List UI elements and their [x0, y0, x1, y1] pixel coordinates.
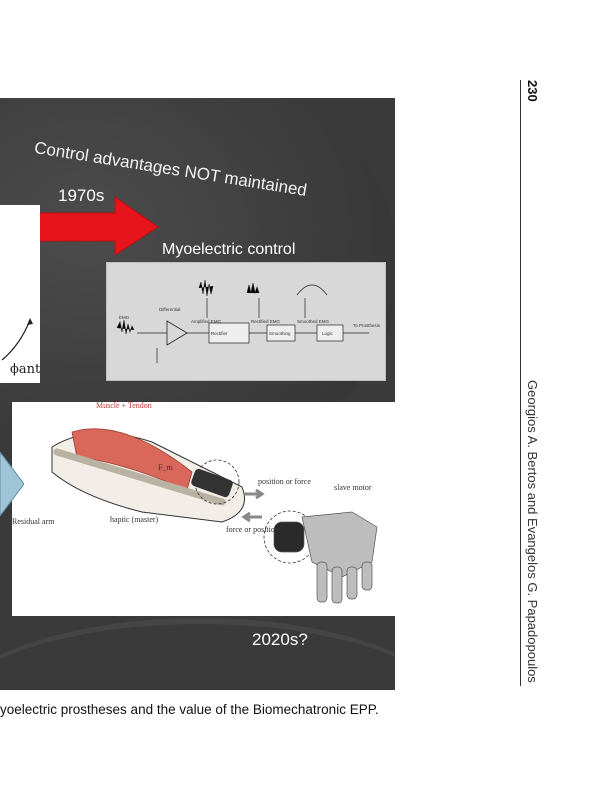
- label-f-m: F_m: [158, 463, 173, 472]
- prosthesis-figure-panel: Muscle + Tendon position or force slave …: [12, 401, 395, 616]
- year-2020s: 2020s?: [252, 630, 308, 649]
- label-position-force: position or force: [258, 477, 311, 486]
- robotic-hand-shape: [273, 511, 378, 604]
- label-force-position: force or position: [226, 525, 279, 534]
- phi-ant-label: ϕant: [10, 362, 41, 377]
- block-label-emg: EMG: [119, 315, 130, 320]
- block-label-rectified: Rectified EMG: [251, 319, 281, 324]
- block-label-smoothed: Smoothed EMG: [297, 319, 330, 324]
- label-residual-arm: Residual arm: [12, 517, 55, 526]
- margin-rule: [520, 80, 521, 686]
- block-label-logic: Logic: [322, 331, 334, 336]
- running-head: Georgios A. Bertos and Evangelos G. Papa…: [522, 380, 546, 690]
- page-number: 230: [522, 80, 546, 120]
- background-swirl-bottom: [0, 618, 395, 690]
- page-number-text: 230: [525, 80, 540, 102]
- label-slave-motor: slave motor: [334, 483, 372, 492]
- block-label-rectifier: Rectifier: [211, 331, 228, 336]
- myoelectric-block-diagram: EMG Differential Amplified EMG Rectifier…: [106, 262, 386, 381]
- left-figure-panel: [0, 205, 40, 383]
- label-muscle-tendon: Muscle + Tendon: [96, 402, 152, 410]
- prosthesis-illustration: Muscle + Tendon position or force slave …: [12, 401, 378, 604]
- angle-curve: [1, 318, 33, 361]
- blue-arrow-tip: [0, 452, 24, 516]
- block-label-amplified: Amplified EMG: [191, 319, 222, 324]
- block-label-prosthesis: To Prosthesis: [353, 323, 381, 328]
- figure-caption: yoelectric prostheses and the value of t…: [0, 702, 379, 717]
- emg-waveform-icon: [116, 279, 328, 335]
- year-1970s: 1970s: [58, 186, 105, 205]
- block-label-smoothing: Smoothing: [269, 331, 291, 336]
- label-haptic-master: haptic (master): [110, 515, 159, 524]
- running-head-text: Georgios A. Bertos and Evangelos G. Papa…: [525, 380, 540, 683]
- muscle-shape: [71, 428, 193, 491]
- block-label-diff-amp: Differential: [159, 307, 180, 312]
- myoelectric-control-title: Myoelectric control: [162, 241, 296, 258]
